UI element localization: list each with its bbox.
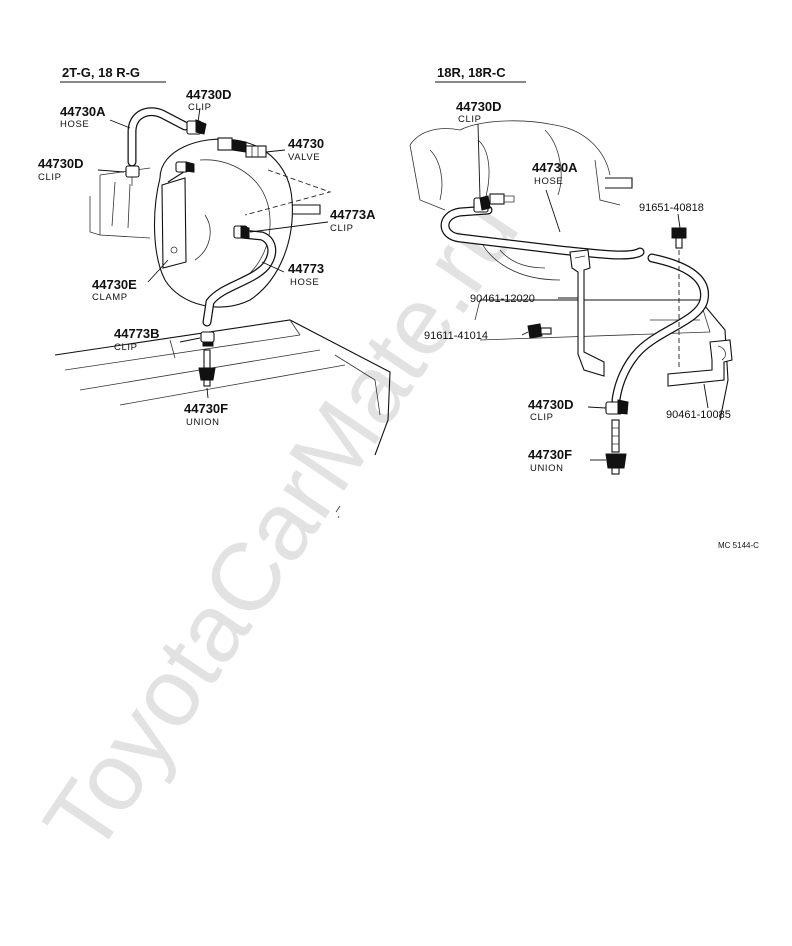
clip-44730d-right-bottom [605,399,629,415]
clamp-90461-10085 [667,339,733,387]
clip-44773a [233,225,250,239]
svg-text:CLIP: CLIP [188,102,212,113]
svg-text:CLIP: CLIP [330,223,354,234]
svg-text:44730D: 44730D [186,87,232,102]
svg-text:HOSE: HOSE [534,176,563,187]
svg-text:44730F: 44730F [528,447,572,462]
right-engine-outline [409,120,729,421]
svg-text:44730A: 44730A [60,104,106,119]
hose-44730a-right [440,205,710,405]
label-right-44730d-bottom: 44730D CLIP [528,397,574,423]
label-left-44773b: 44773B CLIP [114,326,160,353]
label-left-44730d-left: 44730D CLIP [38,156,84,183]
label-left-44730a: 44730A HOSE [60,104,106,130]
label-right-44730a: 44730A HOSE [532,160,578,187]
svg-text:91651-40818: 91651-40818 [639,202,704,214]
union-44730f-right [605,419,627,475]
svg-text:91611-41014: 91611-41014 [424,330,488,342]
svg-text:CLIP: CLIP [530,412,554,423]
label-right-44730f: 44730F UNION [528,447,572,474]
label-left-44730e: 44730E CLAMP [92,277,137,303]
svg-text:HOSE: HOSE [60,119,89,130]
svg-text:44730D: 44730D [528,397,574,412]
valve-44730 [217,137,267,158]
svg-text:44773B: 44773B [114,326,160,341]
svg-text:44730F: 44730F [184,401,228,416]
svg-text:44730E: 44730E [92,277,137,292]
svg-text:90461-12020: 90461-12020 [470,293,535,305]
svg-text:44730A: 44730A [532,160,578,175]
svg-text:44773A: 44773A [330,207,376,222]
hose-44730a [127,107,190,167]
label-right-91611-41014: 91611-41014 [424,330,488,342]
svg-text:44730: 44730 [288,136,324,151]
label-right-44730d-top: 44730D CLIP [456,99,502,125]
svg-text:HOSE: HOSE [290,277,319,288]
figure-code: MC 5144-C [718,541,759,550]
right-title: 18R, 18R-C [437,65,506,80]
label-right-90461-12020: 90461-12020 [470,293,535,305]
clip-booster [175,161,195,173]
svg-text:90461-10085: 90461-10085 [666,409,731,421]
label-left-44773: 44773 HOSE [288,261,324,288]
left-view: 2T-G, 18 R-G [38,65,391,456]
label-left-44730f: 44730F UNION [184,401,228,428]
svg-text:UNION: UNION [530,463,564,474]
clip-44773b [200,331,215,347]
svg-text:CLIP: CLIP [38,172,62,183]
svg-text:44773: 44773 [288,261,324,276]
right-view: 18R, 18R-C [409,65,733,475]
svg-text:UNION: UNION [186,417,220,428]
clip-44730d-top [186,119,207,135]
clip-44730d-right-top [473,193,515,213]
hose-44773 [202,229,277,327]
label-left-44730-valve: 44730 VALVE [288,136,324,163]
label-right-90461-10085: 90461-10085 [666,409,731,421]
svg-text:CLIP: CLIP [458,114,482,125]
union-44730f-left [198,349,216,387]
label-left-44730d-top: 44730D CLIP [186,87,232,113]
clip-44730d-left [125,165,140,186]
bolt-91611-41014 [527,323,552,339]
left-title: 2T-G, 18 R-G [62,65,140,80]
bracket-90461-12020 [569,249,605,377]
bolt-91651-40818 [671,227,687,368]
label-left-44773a: 44773A CLIP [330,207,376,234]
clamp-44730e [161,167,191,269]
svg-text:44730D: 44730D [456,99,502,114]
svg-text:CLIP: CLIP [114,342,138,353]
label-right-91651-40818: 91651-40818 [639,202,704,214]
svg-text:44730D: 44730D [38,156,84,171]
svg-text:VALVE: VALVE [288,152,320,163]
left-engine-outline [54,138,391,456]
svg-text:CLAMP: CLAMP [92,292,128,303]
